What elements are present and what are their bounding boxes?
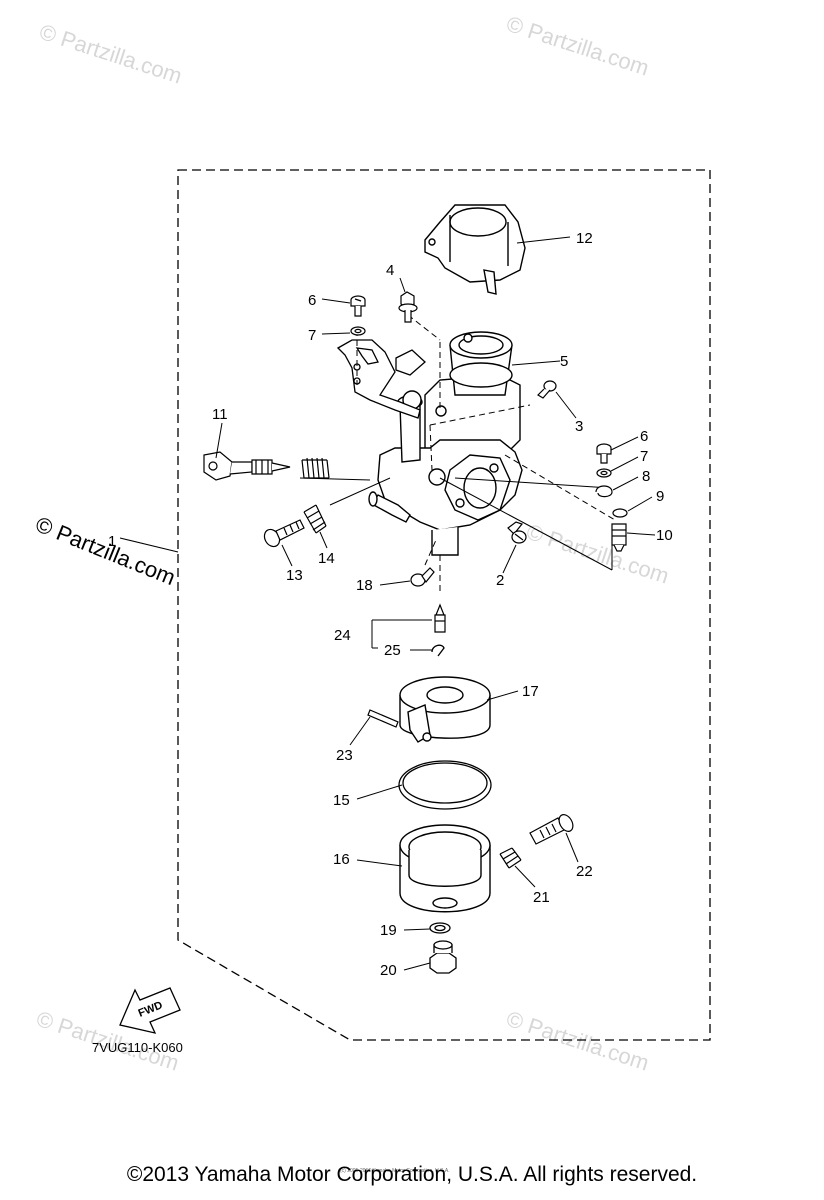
fwd-arrow-icon: FWD — [119, 987, 181, 1034]
callout-10: 10 — [656, 527, 673, 544]
part-17-float — [399, 676, 491, 743]
callout-11: 11 — [212, 406, 228, 423]
part-11-pilot-screw — [203, 451, 291, 481]
part-22-drain-screw — [529, 814, 574, 845]
callout-22: 22 — [576, 863, 593, 880]
callout-6-right: 6 — [640, 428, 648, 445]
part-18-screw — [410, 567, 435, 587]
part-7-washer-right — [596, 468, 612, 478]
part-15-gasket — [398, 760, 492, 810]
callout-21: 21 — [533, 889, 550, 906]
part-19-washer — [429, 922, 451, 934]
part-5-carburetor-body — [368, 331, 523, 556]
part-6-screw-top — [350, 295, 366, 317]
copyright-notice: ©2013 Yamaha Motor Corporation, U.S.A. A… — [126, 1163, 698, 1186]
part-10-jet — [611, 523, 627, 552]
callout-13: 13 — [286, 567, 303, 584]
part-4-screw — [398, 291, 418, 323]
callout-labels: 1 2 3 4 5 6 6 7 7 8 9 10 11 12 13 14 15 … — [108, 230, 673, 979]
part-13-screw — [263, 519, 305, 548]
part-24-needle-valve — [434, 603, 446, 633]
callout-18: 18 — [356, 577, 373, 594]
callout-9: 9 — [656, 488, 664, 505]
part-11-spring — [301, 457, 330, 479]
small-print: (c) 2005-2016 Yamaha Motor Corporation, … — [340, 1168, 450, 1174]
diagram-code: 7VUG110-K060 — [92, 1040, 183, 1055]
part-8-clip — [595, 485, 613, 498]
alignment-lines — [356, 314, 616, 595]
part-7-washer-top — [350, 326, 366, 336]
callout-14: 14 — [318, 550, 335, 567]
part-6-screw-right — [596, 443, 612, 464]
callout-24: 24 — [334, 627, 351, 644]
part-16-float-bowl — [399, 824, 491, 913]
callout-20: 20 — [380, 962, 397, 979]
watermark-group: © Partzilla.com © Partzilla.com © Partzi… — [32, 11, 672, 1076]
part-12-cover — [424, 204, 526, 295]
callout-2: 2 — [496, 572, 504, 589]
part-14-spring — [303, 504, 327, 534]
assembly-boundary — [177, 169, 711, 1041]
part-25-clip — [431, 644, 445, 657]
part-9-o-ring — [612, 508, 628, 518]
callout-5: 5 — [560, 353, 568, 370]
callout-3: 3 — [575, 418, 583, 435]
callout-1: 1 — [108, 533, 116, 550]
callout-16: 16 — [333, 851, 350, 868]
callout-19: 19 — [380, 922, 397, 939]
watermark-top-left: © Partzilla.com — [36, 19, 185, 89]
part-23-pin — [367, 709, 399, 728]
callout-6-top: 6 — [308, 292, 316, 309]
watermark-mid-right: © Partzilla.com — [523, 519, 672, 589]
callout-7-top: 7 — [308, 327, 316, 344]
part-20-drain-bolt — [429, 940, 457, 974]
watermark-top-right: © Partzilla.com — [503, 11, 652, 81]
callout-8: 8 — [642, 468, 650, 485]
callout-4: 4 — [386, 262, 394, 279]
part-3-screw — [537, 380, 557, 399]
callout-17: 17 — [522, 683, 539, 700]
choke-lever-bracket — [336, 339, 426, 419]
callout-23: 23 — [336, 747, 353, 764]
callout-7-right: 7 — [640, 448, 648, 465]
part-21-spring — [499, 847, 522, 869]
callout-15: 15 — [333, 792, 350, 809]
callout-25: 25 — [384, 642, 401, 659]
watermark-bottom-right: © Partzilla.com — [503, 1006, 652, 1076]
part-2-screw — [507, 521, 527, 544]
callout-12: 12 — [576, 230, 593, 247]
leader-lines — [119, 236, 656, 971]
watermark-left-dark: © Partzilla.com — [32, 511, 179, 590]
